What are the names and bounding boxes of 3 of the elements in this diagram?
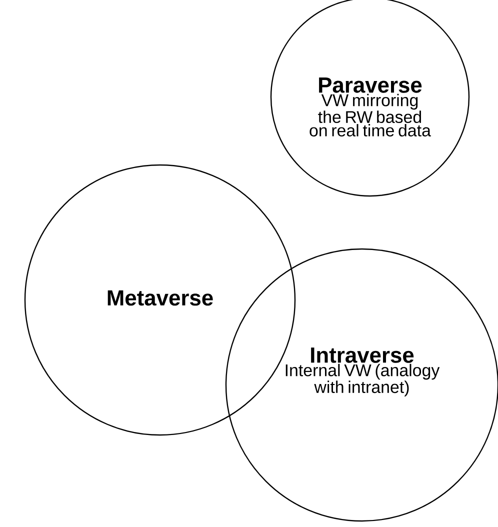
- venn-label: Paraverse VW mirroring the RW based on real time data: [310, 78, 431, 136]
- venn-label: Metaverse: [108, 290, 213, 306]
- venn-label: Intraverse Internal VW (analogy with intranet): [286, 348, 440, 396]
